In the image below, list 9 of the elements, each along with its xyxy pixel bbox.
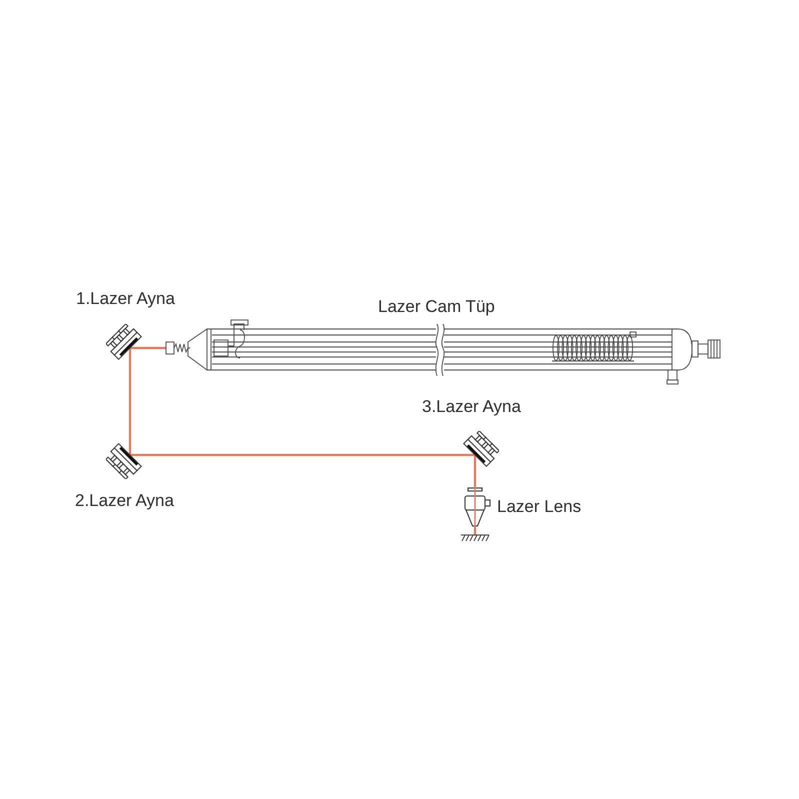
part-label: 2.Lazer Ayna xyxy=(75,491,174,511)
laser-beam-line xyxy=(130,346,166,350)
laser-beam-line xyxy=(128,348,132,455)
laser-beam-line xyxy=(474,455,476,487)
part-label: 1.Lazer Ayna xyxy=(76,289,175,309)
laser-beam-line xyxy=(130,454,475,456)
part-label: Lazer Lens xyxy=(497,497,582,517)
part-label: 3.Lazer Ayna xyxy=(422,397,521,417)
part-label: Lazer Cam Tüp xyxy=(378,297,495,317)
